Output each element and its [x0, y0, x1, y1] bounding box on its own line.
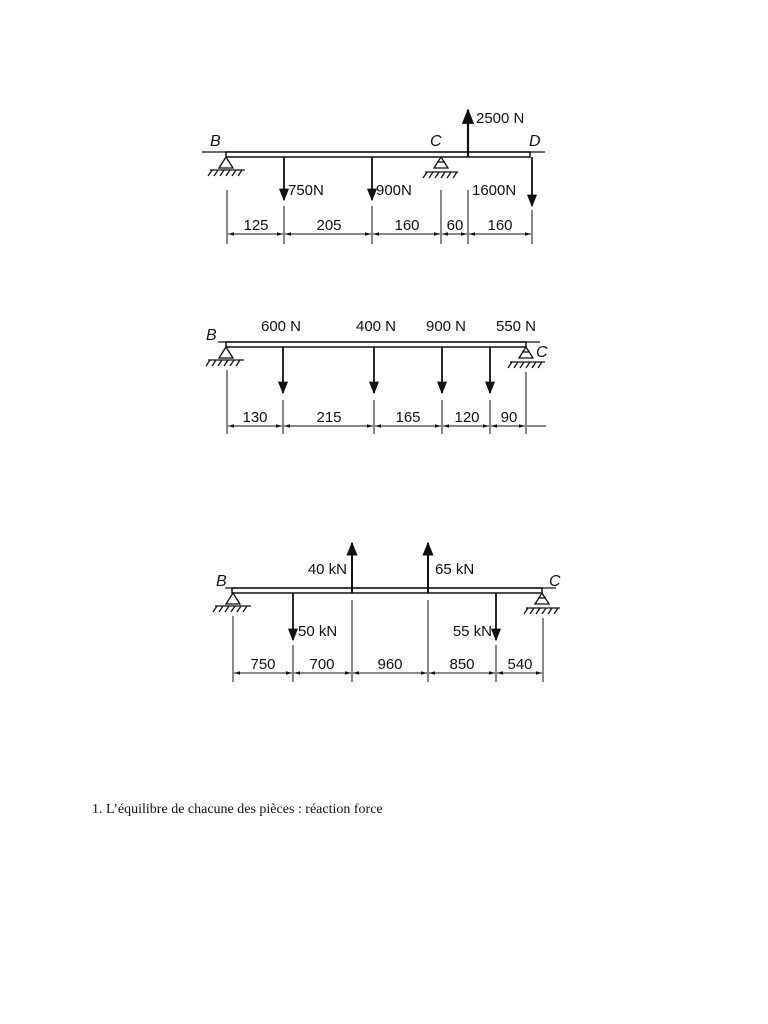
- beam-1-support-c: [422, 155, 458, 179]
- beam-3-load-label-50kn: 50 kN: [298, 623, 337, 640]
- beam-3-dim-850: 850: [449, 656, 474, 673]
- caption: 1. L’équilibre de chacune des pièces : r…: [92, 802, 383, 817]
- beam-3-extension-lines: [232, 600, 544, 682]
- beam-1-extension-lines: [226, 190, 533, 244]
- beam-2-extension-lines: [226, 370, 527, 434]
- beam-3-label-c: C: [549, 573, 561, 590]
- beam-1-diagram: [202, 108, 545, 244]
- beam-1-dim-125: 125: [243, 217, 268, 234]
- beam-3-diagram: [212, 541, 560, 682]
- beam-3-load-label-40kn: 40 kN: [308, 561, 347, 578]
- beam-2-dim-215: 215: [316, 409, 341, 426]
- beam-1-dim-160a: 160: [394, 217, 419, 234]
- beam-2-dim-90: 90: [501, 409, 518, 426]
- beam-3-dim-700: 700: [309, 656, 334, 673]
- beam-1-dim-205: 205: [316, 217, 341, 234]
- beam-2-support-b: [205, 345, 244, 367]
- beam-2-load-label-550: 550 N: [496, 318, 536, 335]
- beam-2-load-label-600: 600 N: [261, 318, 301, 335]
- beam-2-load-label-900: 900 N: [426, 318, 466, 335]
- beam-1-load-label-2500: 2500 N: [476, 110, 524, 127]
- beam-2-diagram: [205, 341, 546, 434]
- beam-3-support-b: [212, 591, 251, 613]
- beam-2-load-label-400: 400 N: [356, 318, 396, 335]
- beam-2-dim-120: 120: [454, 409, 479, 426]
- beam-2-support-c: [507, 345, 545, 369]
- beam-1-label-d: D: [529, 133, 541, 150]
- beam-1-load-label-1600: 1600N: [472, 182, 516, 199]
- beam-1-dim-60: 60: [447, 217, 464, 234]
- beam-2-body: [225, 341, 527, 348]
- beam-3-dim-750: 750: [250, 656, 275, 673]
- beam-3-load-label-65kn: 65 kN: [435, 561, 474, 578]
- beam-3-load-label-55kn: 55 kN: [453, 623, 492, 640]
- beam-2-label-c: C: [536, 344, 548, 361]
- beam-1-load-label-900: 900N: [376, 182, 412, 199]
- beam-1-label-c: C: [430, 133, 442, 150]
- beam-3-dim-960: 960: [377, 656, 402, 673]
- beam-1-load-label-750: 750N: [288, 182, 324, 199]
- beam-1-dim-160b: 160: [487, 217, 512, 234]
- beam-1-label-b: B: [210, 133, 221, 150]
- beam-2-label-b: B: [206, 327, 217, 344]
- beam-3-support-c: [523, 591, 560, 615]
- beam-3-dim-540: 540: [507, 656, 532, 673]
- beam-1-body: [225, 151, 531, 158]
- beam-2-dim-165: 165: [395, 409, 420, 426]
- beam-3-label-b: B: [216, 573, 227, 590]
- beam-1-support-b: [207, 155, 245, 177]
- beam-2-dim-130: 130: [242, 409, 267, 426]
- beam-3-body: [231, 587, 543, 594]
